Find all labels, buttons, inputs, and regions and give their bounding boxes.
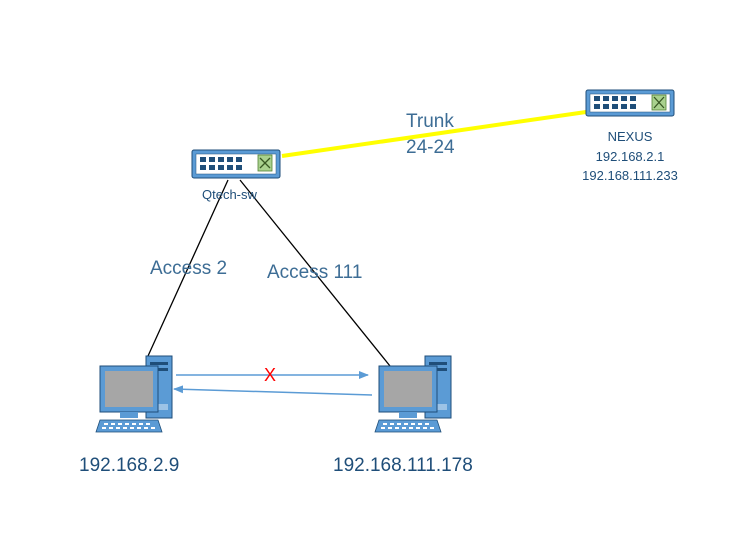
trunk-label-line1: Trunk bbox=[406, 111, 454, 132]
switch-nexus bbox=[585, 89, 675, 117]
network-switch-icon bbox=[191, 149, 281, 179]
trunk-link bbox=[281, 110, 587, 158]
switch-qtech bbox=[191, 149, 281, 179]
access-left-label: Access 2 bbox=[150, 258, 227, 279]
trunk-label-line2: 24-24 bbox=[406, 137, 455, 158]
blocked-mark: X bbox=[264, 365, 276, 385]
nexus-label: NEXUS bbox=[608, 129, 653, 144]
nexus-ip-2: 192.168.111.233 bbox=[582, 168, 678, 183]
desktop-computer-icon bbox=[95, 355, 173, 433]
pc-right bbox=[374, 355, 452, 433]
access-link-right bbox=[239, 179, 391, 367]
network-switch-icon bbox=[585, 89, 675, 117]
access-link-left bbox=[147, 179, 229, 357]
pc-left-ip: 192.168.2.9 bbox=[79, 455, 179, 476]
nexus-ip-1: 192.168.2.1 bbox=[596, 149, 665, 164]
arrow-right-to-left bbox=[173, 385, 373, 396]
desktop-computer-icon bbox=[374, 355, 452, 433]
switch-qtech-label: Qtech-sw bbox=[202, 187, 258, 202]
pc-right-ip: 192.168.111.178 bbox=[333, 455, 473, 476]
pc-left bbox=[95, 355, 173, 433]
access-right-label: Access 111 bbox=[267, 262, 362, 283]
